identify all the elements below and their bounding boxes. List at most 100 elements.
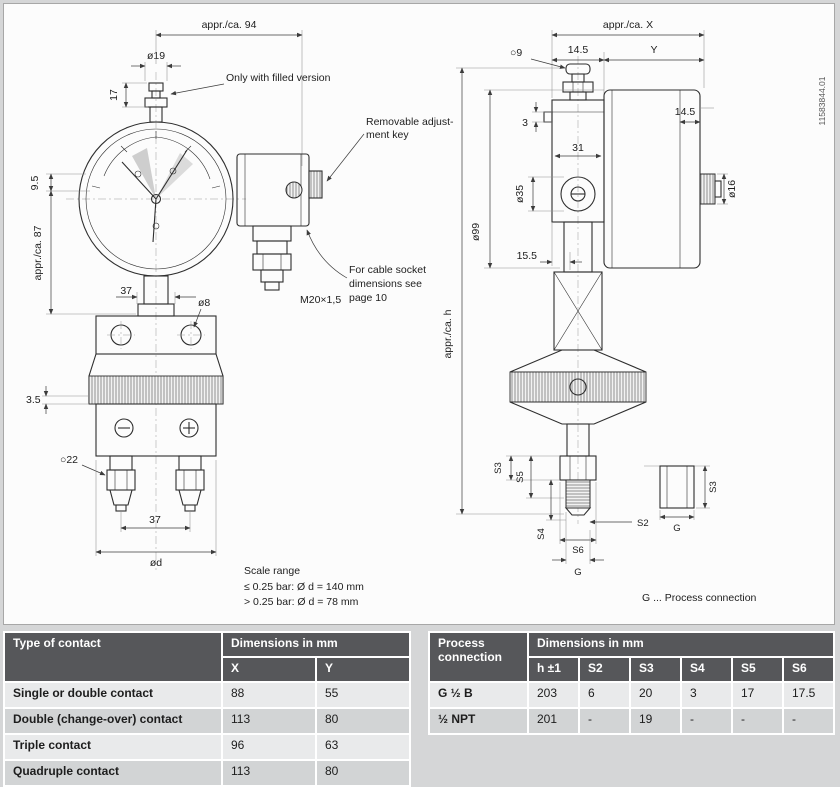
contact-housing-front [236,153,323,227]
dim-overall-height: appr./ca. h [442,67,564,515]
process-table-col-s6: S6 [782,656,835,683]
cable-plug-knob [699,173,716,205]
adjustment-key-knob [308,170,323,199]
dim-label-22: ○22 [60,454,78,466]
dim-s5-cell: 17 [731,681,784,709]
process-connection-table: Process connection Dimensions in mm h ±1… [428,631,835,735]
dim-label-14-5-side: 14.5 [675,106,696,118]
note-filled-version: Only with filled version [170,72,331,96]
dim-label-31: 31 [572,142,584,154]
cable-gland-left [106,455,136,512]
contact-table-row: Single or double contact 88 55 [3,681,411,709]
dim-31: 31 [554,142,602,159]
dim-s3-cell: 20 [629,681,682,709]
filling-valve-front [144,82,168,123]
dim-hole-dia: ø8 [193,297,210,328]
dim-gland-flats: ○22 [60,454,106,476]
scale-range-title: Scale range [244,565,300,577]
plus-terminal [179,418,199,438]
process-table-col-s3: S3 [629,656,682,683]
process-table-row: G ½ B 203 6 20 3 17 17.5 [428,681,835,709]
dim-label-m20: M20×1,5 [300,294,341,306]
dim-pin-3: 3 [522,102,552,132]
dim-s6-cell: - [782,707,835,735]
side-pin [543,111,553,123]
dim-label-17: 17 [108,89,120,101]
dim-label-o16: ø16 [726,180,738,198]
dim-s4-cell: - [680,707,733,735]
contact-table-col-y: Y [315,656,411,683]
dim-y-cell: 80 [315,759,411,787]
dim-case-diameter: ød [95,460,217,569]
contact-housing-side [543,99,605,223]
process-table-row: ½ NPT 201 - 19 - - - [428,707,835,735]
dim-s6-cell: 17.5 [782,681,835,709]
dim-x-cell: 96 [221,733,317,761]
dim-s5-cell: - [731,707,784,735]
dim-label-plug-g: G [673,523,680,534]
process-connection-detail: S3 G [644,465,719,534]
contact-dimensions-table: Type of contact Dimensions in mm X Y Sin… [3,631,411,787]
dim-s2: S2 [589,518,649,529]
dim-s3-cell: 19 [629,707,682,735]
dim-step-3-5: 3.5 [26,386,89,414]
process-connection-cell: G ½ B [428,681,529,709]
dim-label-appr-x: appr./ca. X [603,19,653,31]
dim-case-dia-side: ø99 [470,89,604,269]
dim-y-cell: 55 [315,681,411,709]
dim-label-appr-87: appr./ca. 87 [32,225,44,280]
dim-x-cell: 113 [221,707,317,735]
dim-label-g: G [574,567,581,578]
dim-label-37-top: 37 [120,285,132,297]
dim-label-37-bottom: 37 [149,514,161,526]
dim-label-o99: ø99 [470,223,482,241]
dim-label-14-5-top: 14.5 [568,44,589,56]
note-adjust-line1: Removable adjust- [366,116,454,128]
contact-table-col-x: X [221,656,317,683]
process-table-header: Process connection [428,631,529,683]
dim-label-o35: ø35 [514,185,526,203]
note-cable-line1: For cable socket [349,264,426,276]
process-connection-legend: G ... Process connection [642,592,757,604]
minus-terminal [114,418,134,438]
dim-s5: S5 [515,455,564,499]
scale-range-line1: ≤ 0.25 bar: Ø d = 140 mm [244,581,364,593]
dim-plug-dia: ø16 [717,173,738,205]
process-table-col-s4: S4 [680,656,733,683]
process-table-col-h: h ±1 [527,656,580,683]
contact-table-header-dims: Dimensions in mm [221,631,411,658]
dim-label-15-5: 15.5 [517,250,538,262]
cable-gland-right [175,455,205,512]
dim-14-5-side: 14.5 [675,106,714,125]
process-table-header-dims: Dimensions in mm [527,631,835,658]
contact-table-row: Triple contact 96 63 [3,733,411,761]
dim-gland-pitch: 37 [120,512,191,532]
contact-table-header-type: Type of contact [3,631,223,683]
stem-and-flange-side [509,221,647,516]
dim-label-y: Y [650,44,657,56]
note-cable-line3: page 10 [349,292,387,304]
dim-y-cell: 80 [315,707,411,735]
contact-type-cell: Single or double contact [3,681,223,709]
process-table-col-s2: S2 [578,656,631,683]
dim-left-chain: 9.5 appr./ca. 87 [29,173,136,315]
dim-label-s6: S6 [572,545,584,556]
contact-type-cell: Double (change-over) contact [3,707,223,735]
scale-range-line2: > 0.25 bar: Ø d = 78 mm [244,596,359,608]
dim-label-appr-h: appr./ca. h [442,309,454,358]
dim-label-3-5: 3.5 [26,394,41,406]
dim-label-s5: S5 [515,471,526,483]
dim-stem-width: 37 [116,285,196,304]
dim-y-cell: 63 [315,733,411,761]
note-cable-line2: dimensions see [349,278,422,290]
dim-label-hex9: ○9 [510,47,522,59]
dim-label-9-5: 9.5 [29,176,41,191]
document-number: 11583844.01 [817,76,827,125]
note-adjust-line2: ment key [366,129,409,141]
note-cable-socket: For cable socket dimensions see page 10 … [300,229,426,306]
front-view: ø19 17 appr./ca. 94 Only with filled ver… [26,19,454,608]
cable-gland-housing [252,225,292,291]
note-adjustment-key: Removable adjust- ment key [326,116,454,182]
dim-s2-cell: - [578,707,631,735]
